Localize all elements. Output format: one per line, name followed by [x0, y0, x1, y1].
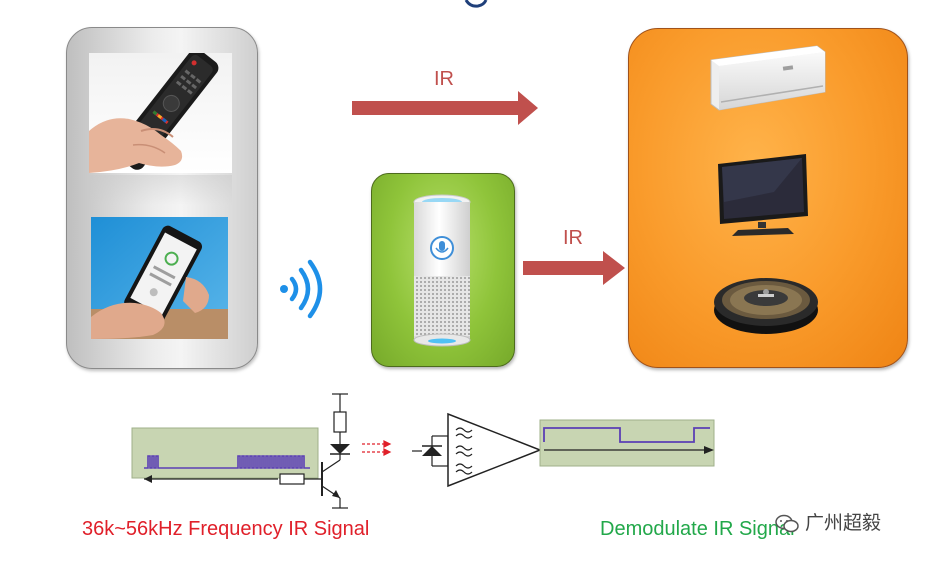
output-signal-caption: Demodulate IR Signal: [600, 518, 795, 540]
wifi-signal-icon: [280, 259, 323, 319]
remote-photo-reflection: [89, 175, 232, 205]
output-demodulated-wave: [543, 427, 710, 443]
ir-arrow-bottom: [523, 251, 625, 285]
smartphone-remote-photo: [91, 217, 228, 339]
air-conditioner-icon: [710, 45, 826, 111]
robot-vacuum-icon: [714, 278, 818, 334]
ir-label-top: IR: [434, 68, 454, 90]
remote-control-photo: [89, 53, 232, 173]
cropped-title-fragment: [464, 0, 488, 8]
television-icon: [718, 154, 808, 236]
smart-speaker-icon: [413, 194, 471, 347]
output-signal-box: [539, 419, 715, 467]
input-pulse-train: [144, 455, 310, 469]
ir-arrow-top: [352, 91, 538, 125]
input-signal-caption: 36k~56kHz Frequency IR Signal: [82, 518, 370, 540]
ir-signal-circuit-diagram: [131, 393, 715, 509]
watermark-text: 广州超毅: [805, 513, 882, 534]
wechat-icon: [775, 514, 799, 533]
ir-label-bottom: IR: [563, 227, 583, 249]
input-signal-box: [131, 427, 319, 479]
watermark: 广州超毅: [775, 508, 881, 535]
